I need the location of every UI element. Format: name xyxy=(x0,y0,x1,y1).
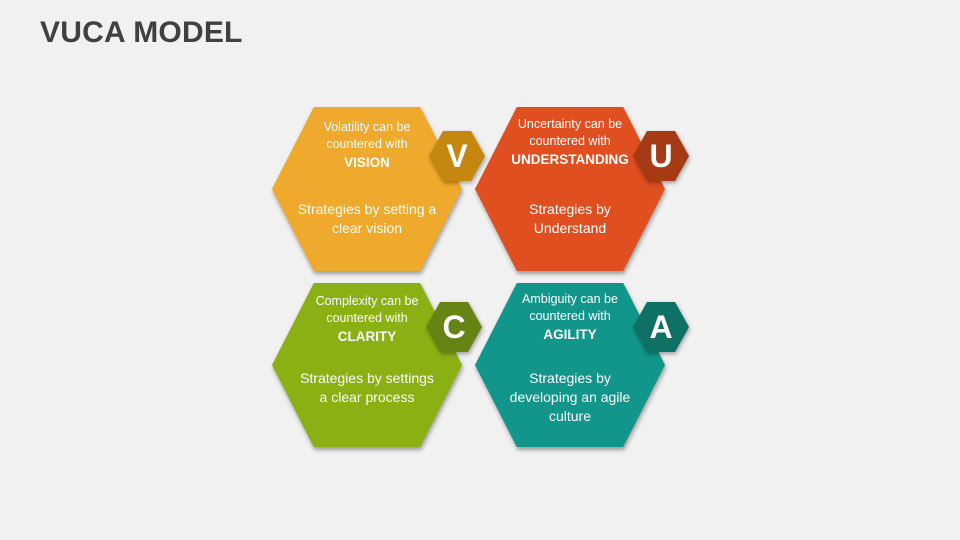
hex-shape-ambiguity: Ambiguity can be countered with AGILITY … xyxy=(475,283,665,447)
hex-strategy-3: culture xyxy=(548,408,592,424)
hex-complexity: Complexity can be countered with CLARITY… xyxy=(272,283,462,447)
hex-line1: Volatility can be xyxy=(323,120,411,134)
hex-keyword: AGILITY xyxy=(543,327,597,342)
hex-strategy-1: Strategies by xyxy=(529,201,611,217)
page-title: VUCA MODEL xyxy=(40,16,243,49)
hex-shape-volatility: Volatility can be countered with VISION … xyxy=(272,107,462,271)
hex-shape-uncertainty: Uncertainty can be countered with UNDERS… xyxy=(475,107,665,271)
letter-v: V xyxy=(429,131,485,181)
hex-keyword: UNDERSTANDING xyxy=(511,152,629,167)
letter-a: A xyxy=(633,302,689,352)
hex-line1: Complexity can be xyxy=(315,294,419,308)
letter-c: C xyxy=(426,302,482,352)
hex-strategy-2: clear vision xyxy=(331,220,403,236)
hex-strategy-1: Strategies by settings xyxy=(300,370,434,386)
hex-line2: countered with xyxy=(529,309,611,323)
badge-v: V xyxy=(429,131,485,181)
hex-strategy-2: a clear process xyxy=(319,389,415,405)
letter-u: U xyxy=(633,131,689,181)
hex-line1: Ambiguity can be xyxy=(522,292,618,306)
hex-keyword: CLARITY xyxy=(337,329,397,344)
badge-a: A xyxy=(633,302,689,352)
hex-strategy-1: Strategies by setting a xyxy=(297,201,437,217)
hex-line2: countered with xyxy=(326,311,408,325)
hex-volatility: Volatility can be countered with VISION … xyxy=(272,107,462,271)
badge-c: C xyxy=(426,302,482,352)
hex-uncertainty: Uncertainty can be countered with UNDERS… xyxy=(475,107,665,271)
hex-shape-complexity: Complexity can be countered with CLARITY… xyxy=(272,283,462,447)
hex-keyword: VISION xyxy=(344,155,390,170)
hex-strategy-2: developing an agile xyxy=(509,389,631,405)
hex-ambiguity: Ambiguity can be countered with AGILITY … xyxy=(475,283,665,447)
hex-line2: countered with xyxy=(529,134,611,148)
hex-strategy-2: Understand xyxy=(533,220,607,236)
hex-line1: Uncertainty can be xyxy=(517,117,623,131)
hex-strategy-1: Strategies by xyxy=(529,370,611,386)
badge-u: U xyxy=(633,131,689,181)
hex-line2: countered with xyxy=(326,137,408,151)
